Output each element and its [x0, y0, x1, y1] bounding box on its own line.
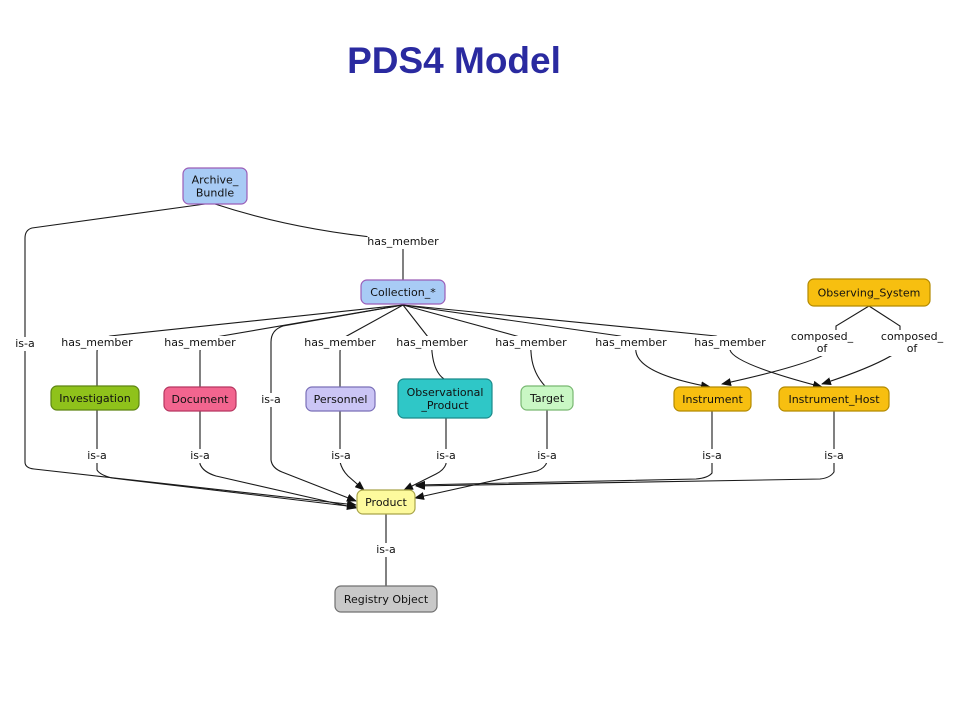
- node-product[interactable]: Product: [356, 489, 416, 515]
- edge-label-text: is-a: [436, 449, 456, 462]
- edge-label-coll-personnel: has_member: [304, 336, 376, 350]
- edge-obsproduct-product: [403, 418, 447, 491]
- node-label: Registry Object: [344, 593, 429, 606]
- edge-investigation-product: [96, 410, 357, 510]
- edge-label-coll-document: has_member: [164, 336, 236, 350]
- edge-label-document-product: is-a: [184, 449, 216, 463]
- edge-label-text: is-a: [331, 449, 351, 462]
- node-document[interactable]: Document: [163, 386, 237, 412]
- node-archive-bundle[interactable]: Archive_Bundle: [182, 167, 248, 205]
- edge-label-text: has_member: [495, 336, 567, 349]
- edge-label-text: has_member: [595, 336, 667, 349]
- edge-label-text: is-a: [376, 543, 396, 556]
- edge-label-obsproduct-product: is-a: [430, 449, 462, 463]
- node-collection[interactable]: Collection_*: [360, 279, 446, 305]
- edge-label-personnel-product: is-a: [325, 449, 357, 463]
- edge-label-coll-obsproduct: has_member: [396, 336, 468, 350]
- edge-label-product-registry: is-a: [370, 543, 402, 557]
- node-label: Target: [529, 392, 565, 405]
- edge-label-text: is-a: [702, 449, 722, 462]
- edge-label-text: is-a: [87, 449, 107, 462]
- edge-label-bundle-collection: has_member: [367, 235, 439, 249]
- node-label: Personnel: [314, 393, 368, 406]
- edge-label-text: composed_of: [881, 330, 944, 355]
- node-registry-object[interactable]: Registry Object: [334, 585, 438, 613]
- edge-label-text: composed_of: [791, 330, 854, 355]
- node-label: Observing_System: [818, 287, 921, 300]
- node-label: Investigation: [59, 392, 130, 405]
- edge-label-coll-target: has_member: [495, 336, 567, 350]
- edge-label-insthost-product: is-a: [818, 449, 850, 463]
- edge-label-investigation-product: is-a: [81, 449, 113, 463]
- node-observing-system[interactable]: Observing_System: [807, 278, 931, 307]
- edge-label-text: is-a: [537, 449, 557, 462]
- edge-label-text: has_member: [396, 336, 468, 349]
- node-label: Document: [172, 393, 230, 406]
- edge-label-obssys-instrument: composed_of: [789, 330, 855, 356]
- edge-label-coll-insthost: has_member: [694, 336, 766, 350]
- edge-label-instrument-product: is-a: [696, 449, 728, 463]
- edge-label-text: is-a: [190, 449, 210, 462]
- node-target[interactable]: Target: [520, 385, 574, 411]
- edge-label-text: is-a: [261, 393, 281, 406]
- node-observational-product[interactable]: Observational_Product: [397, 378, 493, 419]
- edge-label-coll-investigation: has_member: [61, 336, 133, 350]
- edge-label-text: has_member: [61, 336, 133, 349]
- node-label: Instrument: [682, 393, 743, 406]
- node-instrument[interactable]: Instrument: [673, 386, 752, 412]
- edge-label-bundle-product: is-a: [9, 337, 41, 351]
- edge-label-coll-instrument: has_member: [595, 336, 667, 350]
- edge-label-text: has_member: [164, 336, 236, 349]
- edge-insthost-product: [415, 411, 835, 490]
- node-personnel[interactable]: Personnel: [305, 386, 376, 412]
- edge-label-text: has_member: [304, 336, 376, 349]
- node-label: Archive_Bundle: [192, 174, 239, 200]
- edge-label-text: is-a: [15, 337, 35, 350]
- edge-label-text: has_member: [367, 235, 439, 248]
- edge-label-text: is-a: [824, 449, 844, 462]
- diagram-title: PDS4 Model: [347, 40, 561, 81]
- node-label: Instrument_Host: [788, 393, 880, 406]
- node-investigation[interactable]: Investigation: [50, 385, 140, 411]
- node-label: Collection_*: [370, 286, 436, 299]
- edge-label-text: has_member: [694, 336, 766, 349]
- edge-instrument-product: [415, 411, 713, 489]
- node-instrument-host[interactable]: Instrument_Host: [778, 386, 890, 412]
- node-label: Product: [365, 496, 407, 509]
- edge-label-coll-product: is-a: [255, 393, 287, 407]
- edge-label-target-product: is-a: [531, 449, 563, 463]
- edge-label-obssys-insthost: composed_of: [879, 330, 945, 356]
- node-label: Observational_Product: [407, 386, 484, 412]
- edge-document-product: [199, 411, 357, 510]
